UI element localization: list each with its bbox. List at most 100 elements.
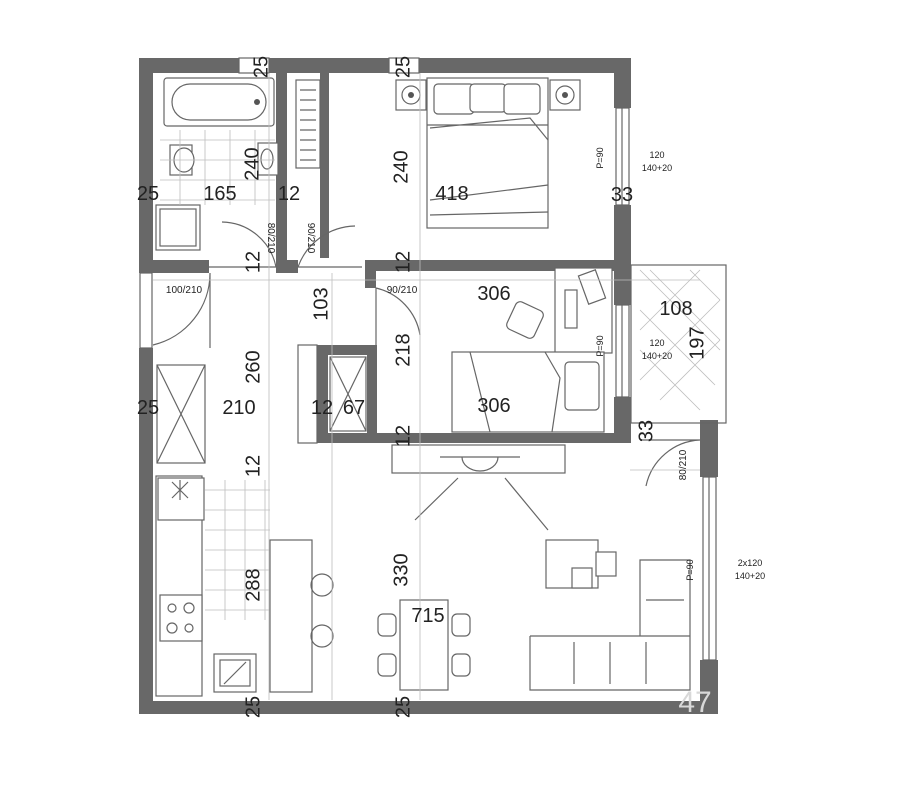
wall-top-a bbox=[139, 58, 239, 73]
wall-closet-right bbox=[367, 345, 377, 443]
dim-top-wall-right: 25 bbox=[392, 56, 414, 78]
bath-tiles bbox=[160, 130, 275, 205]
window-room2 bbox=[615, 304, 630, 398]
window-living-frame: 140+20 bbox=[735, 571, 765, 581]
dining-table-icon bbox=[377, 599, 471, 691]
window-room2-frame: 140+20 bbox=[642, 351, 672, 361]
bathroom bbox=[155, 77, 279, 251]
dim-partition-right: 12 bbox=[392, 251, 414, 273]
wall-closet-top bbox=[317, 345, 377, 355]
window-bedroom-width: 120 bbox=[649, 150, 664, 160]
door-balcony-swing bbox=[640, 439, 701, 487]
wall-room2-left bbox=[365, 260, 376, 288]
wall-right-jamb bbox=[700, 420, 718, 477]
wall-bath-bottom-b bbox=[276, 260, 298, 273]
wardrobe-icon bbox=[295, 79, 321, 169]
wall-right-mid bbox=[614, 397, 631, 433]
bathtub-icon bbox=[163, 77, 275, 127]
window-bedroom-sill: P=90 bbox=[595, 147, 605, 168]
dim-kitchen-partition: 12 bbox=[242, 455, 264, 477]
dim-bedroom-width: 418 bbox=[435, 183, 468, 205]
door-room2-swing bbox=[375, 287, 421, 345]
hall-wardrobe-icon bbox=[156, 364, 206, 464]
double-bed-icon bbox=[426, 77, 549, 229]
dim-living-height: 330 bbox=[390, 553, 412, 586]
window-top-bedroom bbox=[388, 57, 420, 74]
window-labels: P=90 120 140+20 P=90 120 140+20 P=90 2x1… bbox=[595, 147, 765, 581]
coffee-table-icon bbox=[545, 539, 617, 589]
dim-kitchen-length: 288 bbox=[242, 568, 264, 601]
door-label-entrance: 100/210 bbox=[166, 285, 203, 296]
dim-closet-wall: 12 bbox=[311, 397, 333, 419]
dim-closet-depth: 67 bbox=[343, 397, 365, 419]
kitchen-counter bbox=[155, 475, 203, 697]
door-wardrobe-swing bbox=[297, 225, 362, 268]
balcony-floor bbox=[639, 269, 721, 411]
window-living-width: 2x120 bbox=[738, 558, 763, 568]
wall-room2-bottom bbox=[317, 433, 631, 443]
kitchen-island bbox=[269, 539, 313, 693]
closet-icon bbox=[329, 356, 367, 432]
door-entrance-swing bbox=[152, 272, 211, 348]
door-labels: 80/210 90/210 100/210 90/210 80/210 bbox=[166, 223, 689, 481]
dim-bath-height: 240 bbox=[241, 147, 263, 180]
watermark-text: 47 bbox=[678, 686, 711, 719]
wall-bath-right bbox=[276, 58, 287, 273]
dimension-guides bbox=[153, 73, 700, 700]
kitchen bbox=[155, 475, 334, 697]
wall-top-c bbox=[419, 58, 631, 73]
window-bedroom bbox=[615, 107, 630, 206]
nightstand-right-icon bbox=[549, 79, 581, 111]
wall-right-upper-a bbox=[614, 58, 631, 108]
window-room2-width: 120 bbox=[649, 338, 664, 348]
dim-hall-width: 103 bbox=[310, 287, 332, 320]
nightstand-left-icon bbox=[395, 79, 427, 111]
wall-right-lower bbox=[700, 660, 718, 714]
stove-icon bbox=[159, 594, 203, 642]
wall-bottom bbox=[139, 701, 718, 714]
dim-hall-depth: 210 bbox=[222, 397, 255, 419]
window-bedroom-frame: 140+20 bbox=[642, 163, 672, 173]
bedroom-furniture bbox=[395, 77, 581, 229]
dim-balcony-length: 197 bbox=[686, 326, 708, 359]
wall-closet-left bbox=[317, 345, 328, 443]
doors bbox=[152, 221, 701, 487]
fridge-icon bbox=[157, 477, 205, 521]
bar-stool-icon bbox=[310, 573, 334, 648]
hall-shelf bbox=[297, 344, 318, 444]
dim-bath-partition: 12 bbox=[278, 183, 300, 205]
wall-left-lower bbox=[139, 348, 153, 714]
dim-top-wall-left: 25 bbox=[250, 56, 272, 78]
window-left-hall bbox=[139, 272, 153, 349]
wall-left-upper bbox=[139, 58, 153, 273]
door-label-balcony: 80/210 bbox=[678, 449, 689, 480]
wall-right-upper-b bbox=[614, 205, 631, 305]
balcony-outline bbox=[630, 264, 727, 424]
dim-bedroom-height: 240 bbox=[390, 150, 412, 183]
dim-balcony-width: 108 bbox=[659, 298, 692, 320]
kitchen-sink-icon bbox=[213, 653, 257, 693]
dim-room2-inner: 306 bbox=[477, 395, 510, 417]
door-label-wardrobe: 90/210 bbox=[305, 223, 316, 254]
wall-wardrobe-right bbox=[320, 58, 329, 258]
dim-partition-left: 12 bbox=[242, 251, 264, 273]
door-bath-swing bbox=[209, 221, 277, 268]
dim-bedroom-right-wall: 33 bbox=[611, 184, 633, 206]
washer-icon bbox=[155, 204, 201, 251]
dim-bath-width: 165 bbox=[203, 183, 236, 205]
dim-bottom-wall-right: 25 bbox=[392, 696, 414, 718]
dimension-labels: 25 25 240 165 25 12 240 418 33 12 12 103… bbox=[137, 56, 708, 718]
kitchen-tiles bbox=[205, 480, 270, 620]
dim-hall-length: 260 bbox=[242, 350, 264, 383]
dim-bath-left-wall: 25 bbox=[137, 183, 159, 205]
dim-living-width: 715 bbox=[411, 605, 444, 627]
dim-room2-bottom-wall: 12 bbox=[392, 425, 414, 447]
living-furniture bbox=[377, 444, 691, 691]
windows bbox=[139, 57, 717, 661]
window-top-bath bbox=[238, 57, 270, 74]
window-room2-sill: P=90 bbox=[595, 335, 605, 356]
sofa-icon bbox=[529, 559, 691, 691]
wall-bedroom-bottom bbox=[365, 260, 631, 271]
room2-furniture bbox=[297, 267, 613, 444]
dim-bottom-wall-left: 25 bbox=[242, 696, 264, 718]
